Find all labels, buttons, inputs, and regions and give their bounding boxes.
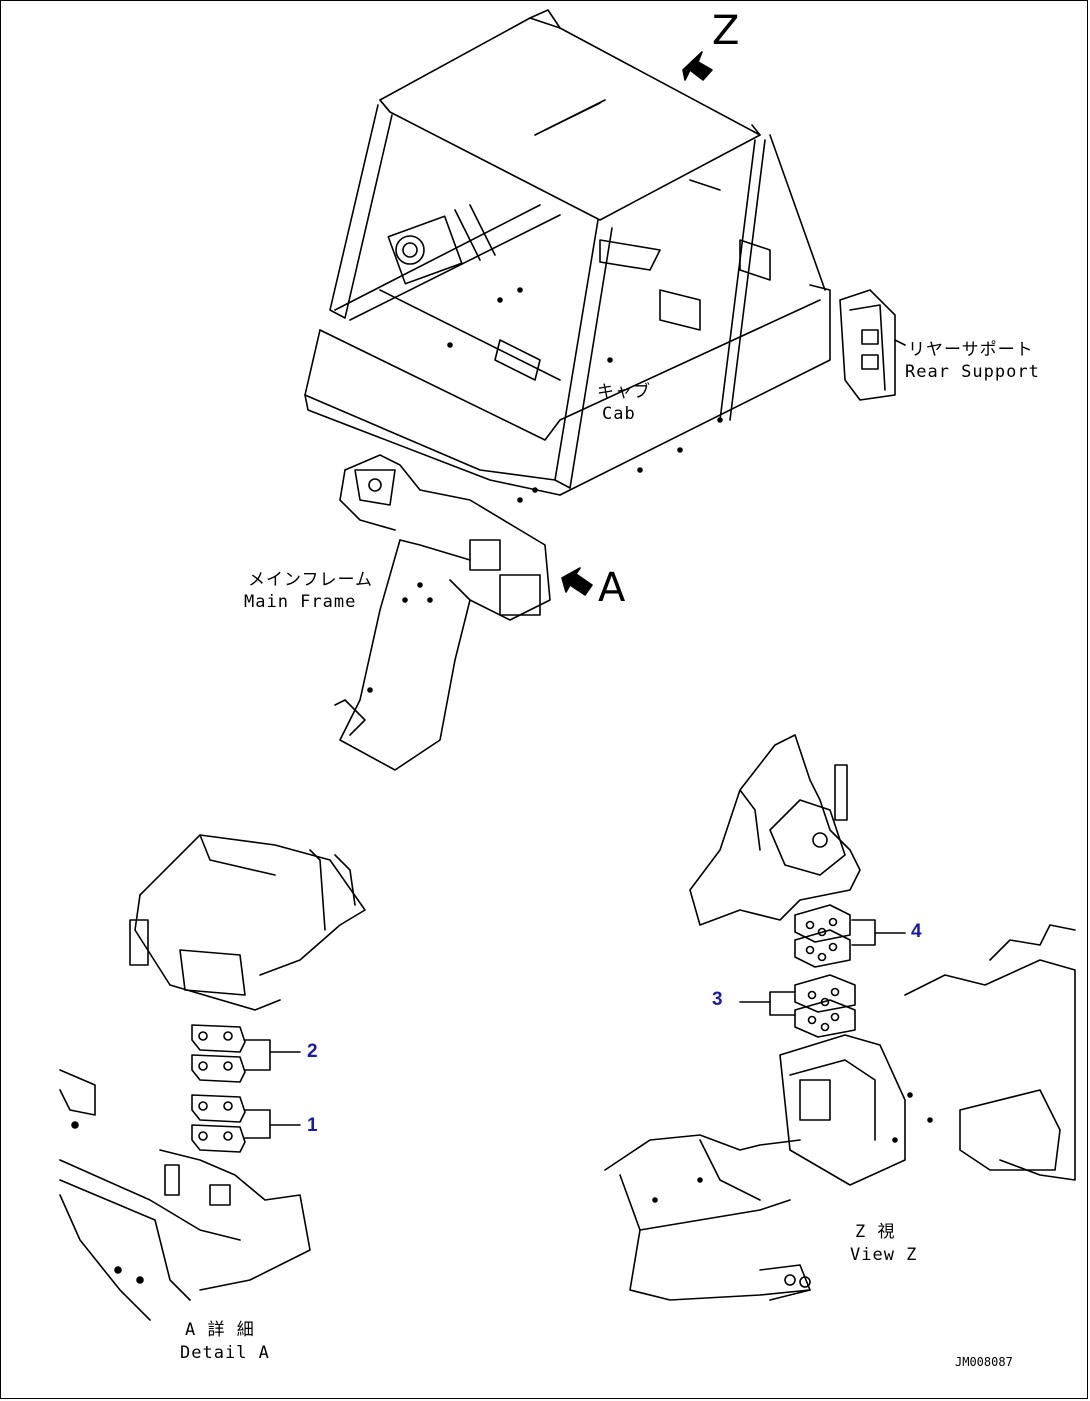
callout-4[interactable]: 4 — [911, 921, 922, 942]
rear-support-label-en: Rear Support — [905, 362, 1040, 382]
detail-a-drawing — [59, 834, 366, 1321]
drawing-number: JM008087 — [955, 1355, 1013, 1369]
rear-support-label-ja: リヤーサポート — [908, 340, 1034, 360]
cab-assembly-drawing — [304, 9, 906, 503]
callout-3[interactable]: 3 — [712, 989, 723, 1010]
view-z-arrow-icon — [682, 51, 713, 81]
detail-a-label-en: Detail A — [180, 1343, 270, 1363]
view-z-label-en: View Z — [850, 1245, 918, 1265]
main-frame-drawing — [334, 454, 551, 771]
callout-1[interactable]: 1 — [307, 1115, 318, 1136]
view-z-letter: Z — [712, 8, 740, 54]
view-z-drawing — [604, 734, 1076, 1301]
detail-a-label-ja: A 詳 細 — [185, 1320, 255, 1340]
cab-label-en: Cab — [602, 404, 636, 424]
view-a-arrow-icon — [561, 567, 593, 596]
main-frame-label-en: Main Frame — [244, 592, 357, 612]
main-frame-label-ja: メインフレーム — [248, 570, 373, 590]
cab-label-ja: キャブ — [597, 382, 651, 402]
callout-2[interactable]: 2 — [307, 1041, 318, 1062]
view-a-letter: A — [598, 565, 626, 611]
view-z-label-ja: Z 視 — [855, 1222, 896, 1242]
